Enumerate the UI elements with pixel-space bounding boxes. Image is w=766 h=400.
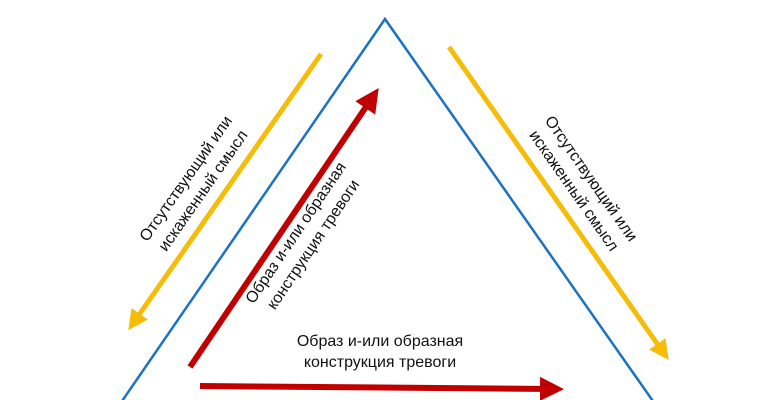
- red-bottom-arrow: [199, 376, 564, 400]
- triangle: [121, 16, 654, 400]
- right-yellow-arrow: [446, 45, 669, 361]
- label-line: Образ и-или образная: [296, 333, 464, 350]
- red-bottom-label: Образ и-или образная конструкция тревоги: [280, 331, 480, 373]
- label-line: конструкция тревоги: [303, 354, 457, 371]
- left-yellow-arrow: [128, 52, 324, 331]
- red-diagonal-arrow: [187, 88, 379, 369]
